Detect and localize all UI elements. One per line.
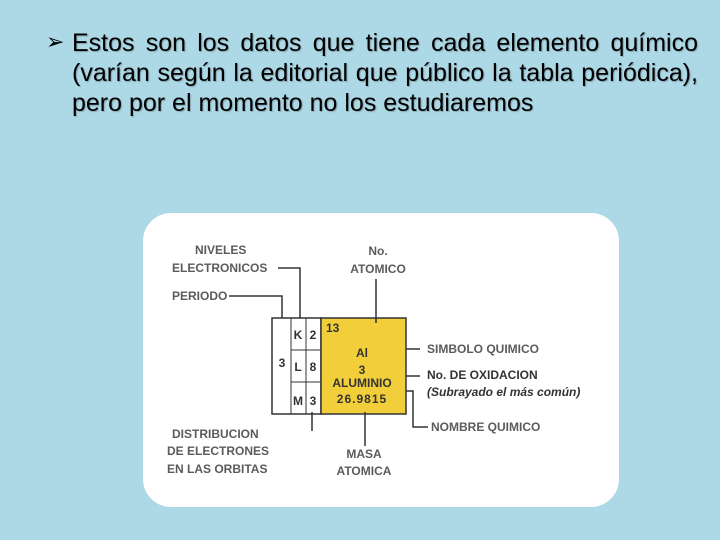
label-periodo: PERIODO — [172, 289, 227, 303]
shell-electrons-l: 8 — [310, 360, 317, 374]
oxidation-number: 3 — [359, 363, 366, 377]
label-masa-line2: ATOMICA — [337, 464, 392, 478]
label-no-atomico-line2: ATOMICO — [350, 262, 406, 276]
label-simbolo: SIMBOLO QUIMICO — [427, 342, 539, 356]
period-number: 3 — [279, 356, 286, 370]
element-diagram: 3 K 2 L 8 M 3 13 Al 3 ALUMINIO 26.9815 N… — [143, 213, 619, 507]
line-niveles — [278, 267, 301, 318]
label-oxidacion-line2: (Subrayado el más común) — [427, 385, 580, 399]
element-box — [320, 317, 407, 415]
arrow-bullet-icon: ➢ — [46, 30, 65, 55]
element-symbol: Al — [356, 346, 368, 360]
bullet-point: ➢ Estos son los datos que tiene cada ele… — [46, 28, 698, 118]
label-niveles-line1: NIVELES — [195, 243, 246, 257]
line-nombre — [406, 390, 428, 428]
shell-electrons-k: 2 — [310, 328, 317, 342]
shell-electrons-m: 3 — [310, 394, 317, 408]
label-distribucion-line2: DE ELECTRONES — [167, 444, 269, 458]
label-nombre: NOMBRE QUIMICO — [431, 420, 540, 434]
shell-letter-k: K — [294, 328, 303, 342]
shell-letter-l: L — [294, 360, 301, 374]
atomic-mass: 26.9815 — [337, 392, 387, 406]
label-masa-line1: MASA — [346, 447, 382, 461]
label-distribucion-line1: DISTRIBUCION — [172, 427, 259, 441]
period-box — [271, 317, 322, 415]
label-no-atomico-line1: No. — [368, 244, 387, 258]
label-oxidacion-line1: No. DE OXIDACION — [427, 368, 538, 382]
atomic-number: 13 — [326, 321, 340, 335]
element-diagram-svg: 3 K 2 L 8 M 3 13 Al 3 ALUMINIO 26.9815 N… — [167, 243, 580, 478]
label-distribucion-line3: EN LAS ORBITAS — [167, 462, 267, 476]
shell-letter-m: M — [293, 394, 303, 408]
connector-lines — [229, 267, 428, 446]
bullet-text: Estos son los datos que tiene cada eleme… — [72, 29, 698, 117]
element-name: ALUMINIO — [332, 376, 391, 390]
label-niveles-line2: ELECTRONICOS — [172, 261, 267, 275]
line-periodo — [229, 295, 283, 318]
